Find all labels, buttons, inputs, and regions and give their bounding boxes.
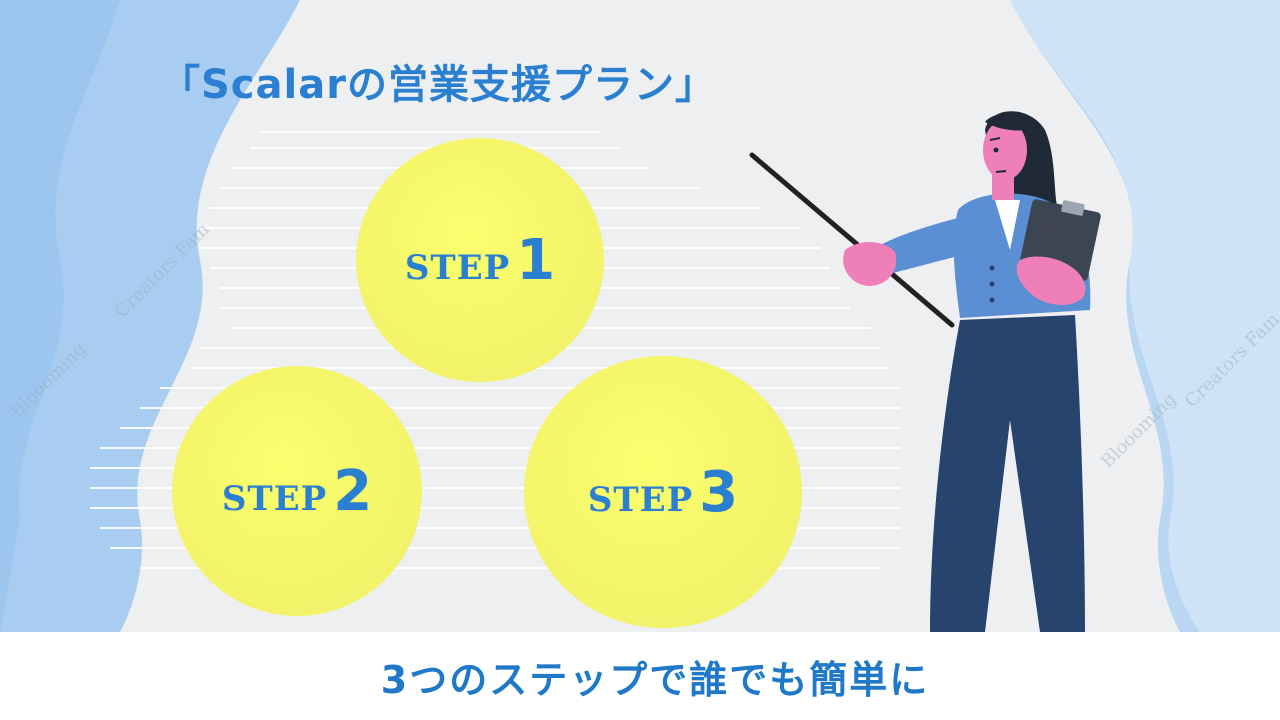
presenter-illustration (749, 111, 1101, 632)
page-title: 「Scalarの営業支援プラン」 (160, 62, 716, 108)
step-2-circle: STEP 2 (172, 366, 422, 616)
subtitle-bar: 3つのステップで誰でも簡単に (0, 632, 1280, 720)
step-1-label: STEP 1 (405, 228, 555, 293)
step-3-word: STEP (587, 479, 694, 520)
step-1-circle: STEP 1 (356, 138, 604, 382)
step-3-circle: STEP 3 (524, 356, 802, 628)
subtitle-text: 3つのステップで誰でも簡単に (380, 657, 930, 702)
step-3-number: 3 (699, 459, 739, 525)
step-1-number: 1 (516, 227, 556, 293)
slide-stage: 「Scalarの営業支援プラン」 STEP 1 STEP 2 STEP 3 Bl… (0, 0, 1280, 632)
step-2-number: 2 (333, 458, 373, 524)
step-3-label: STEP 3 (588, 460, 738, 525)
step-1-word: STEP (404, 247, 511, 288)
step-2-label: STEP 2 (222, 459, 372, 524)
step-2-word: STEP (221, 478, 328, 519)
